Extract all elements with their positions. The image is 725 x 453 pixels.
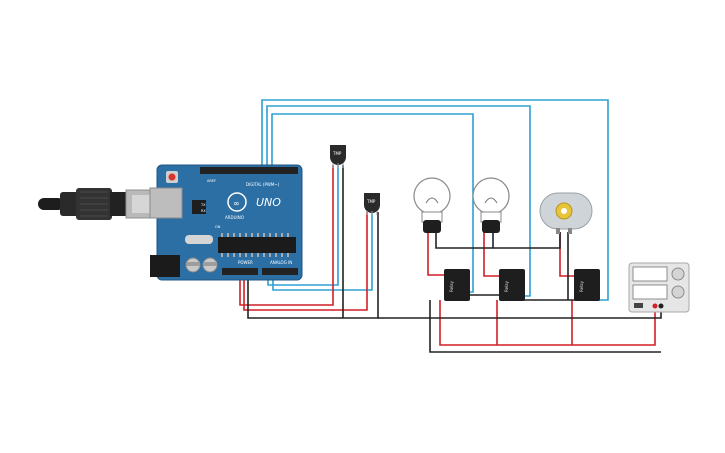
rx-label: RX [201, 209, 206, 213]
ground-wire-arduino-sensors [247, 212, 379, 319]
svg-text:∞: ∞ [233, 199, 240, 208]
logo-circle: ∞ [227, 192, 247, 212]
power-wire-bulb1 [427, 232, 445, 276]
analog-header-label: ANALOG IN [270, 260, 292, 265]
power-wire-arduino-sensor1 [239, 165, 334, 306]
signal-wire-sensor2 [272, 212, 373, 291]
power-header-label: POWER [238, 260, 253, 265]
signal-wires [261, 99, 609, 301]
ground-wires [247, 165, 662, 353]
current-knob[interactable] [671, 285, 685, 299]
light-bulb-2[interactable] [472, 177, 510, 233]
analog-header[interactable] [262, 268, 298, 275]
model-label: UNO [256, 196, 281, 209]
usb-port [149, 187, 183, 219]
sensor-2-label: TMP [366, 199, 376, 204]
relay-1-label: Relay [449, 280, 454, 292]
positive-terminal[interactable] [652, 303, 658, 309]
power-wires [239, 165, 656, 346]
temperature-sensor-2[interactable]: TMP [364, 193, 380, 215]
ground-wire-main [378, 305, 662, 319]
negative-terminal[interactable] [658, 303, 664, 309]
signal-wire-motor-relay [261, 99, 609, 301]
sensor-1-label: TMP [332, 151, 342, 156]
on-label: ON [215, 225, 221, 229]
power-wire-relay1 [439, 300, 656, 346]
aref-label: AREF [207, 179, 216, 183]
arduino-board[interactable]: ∞ ARDUINO UNO DIGITAL (PWM~) POWER ANALO… [149, 164, 303, 281]
relay-3-label: Relay [579, 280, 584, 292]
brand-label: ARDUINO [225, 215, 244, 220]
ground-wire-bulb2 [493, 232, 561, 249]
power-supply[interactable] [628, 262, 690, 313]
crystal [185, 235, 213, 244]
temperature-sensor-1[interactable]: TMP [330, 145, 346, 168]
small-chip [192, 200, 206, 214]
digital-header[interactable] [200, 167, 298, 174]
relay-3[interactable]: Relay [574, 269, 600, 301]
light-bulb-1[interactable] [413, 177, 451, 233]
signal-wire-bulb2-relay [266, 105, 531, 297]
relay-2[interactable]: Relay [499, 269, 525, 301]
power-wire-arduino-sensor2 [243, 212, 368, 311]
usb-cable [38, 188, 161, 220]
relay-1[interactable]: Relay [444, 269, 470, 301]
power-switch[interactable] [634, 303, 643, 308]
ground-wire-bulb1 [435, 232, 494, 249]
power-header[interactable] [222, 268, 258, 275]
current-display [632, 284, 668, 300]
relay-2-label: Relay [504, 280, 509, 292]
ground-wire-bottom [429, 300, 661, 353]
dc-jack [150, 255, 180, 277]
capacitors [185, 257, 218, 273]
power-wire-bulb2 [483, 232, 500, 277]
voltage-knob[interactable] [671, 267, 685, 281]
tx-label: TX [200, 203, 206, 207]
voltage-display [632, 266, 668, 282]
chip-pins [221, 233, 289, 257]
microcontroller-chip [218, 237, 296, 253]
digital-header-label: DIGITAL (PWM~) [246, 182, 280, 187]
dc-motor[interactable] [539, 192, 593, 234]
